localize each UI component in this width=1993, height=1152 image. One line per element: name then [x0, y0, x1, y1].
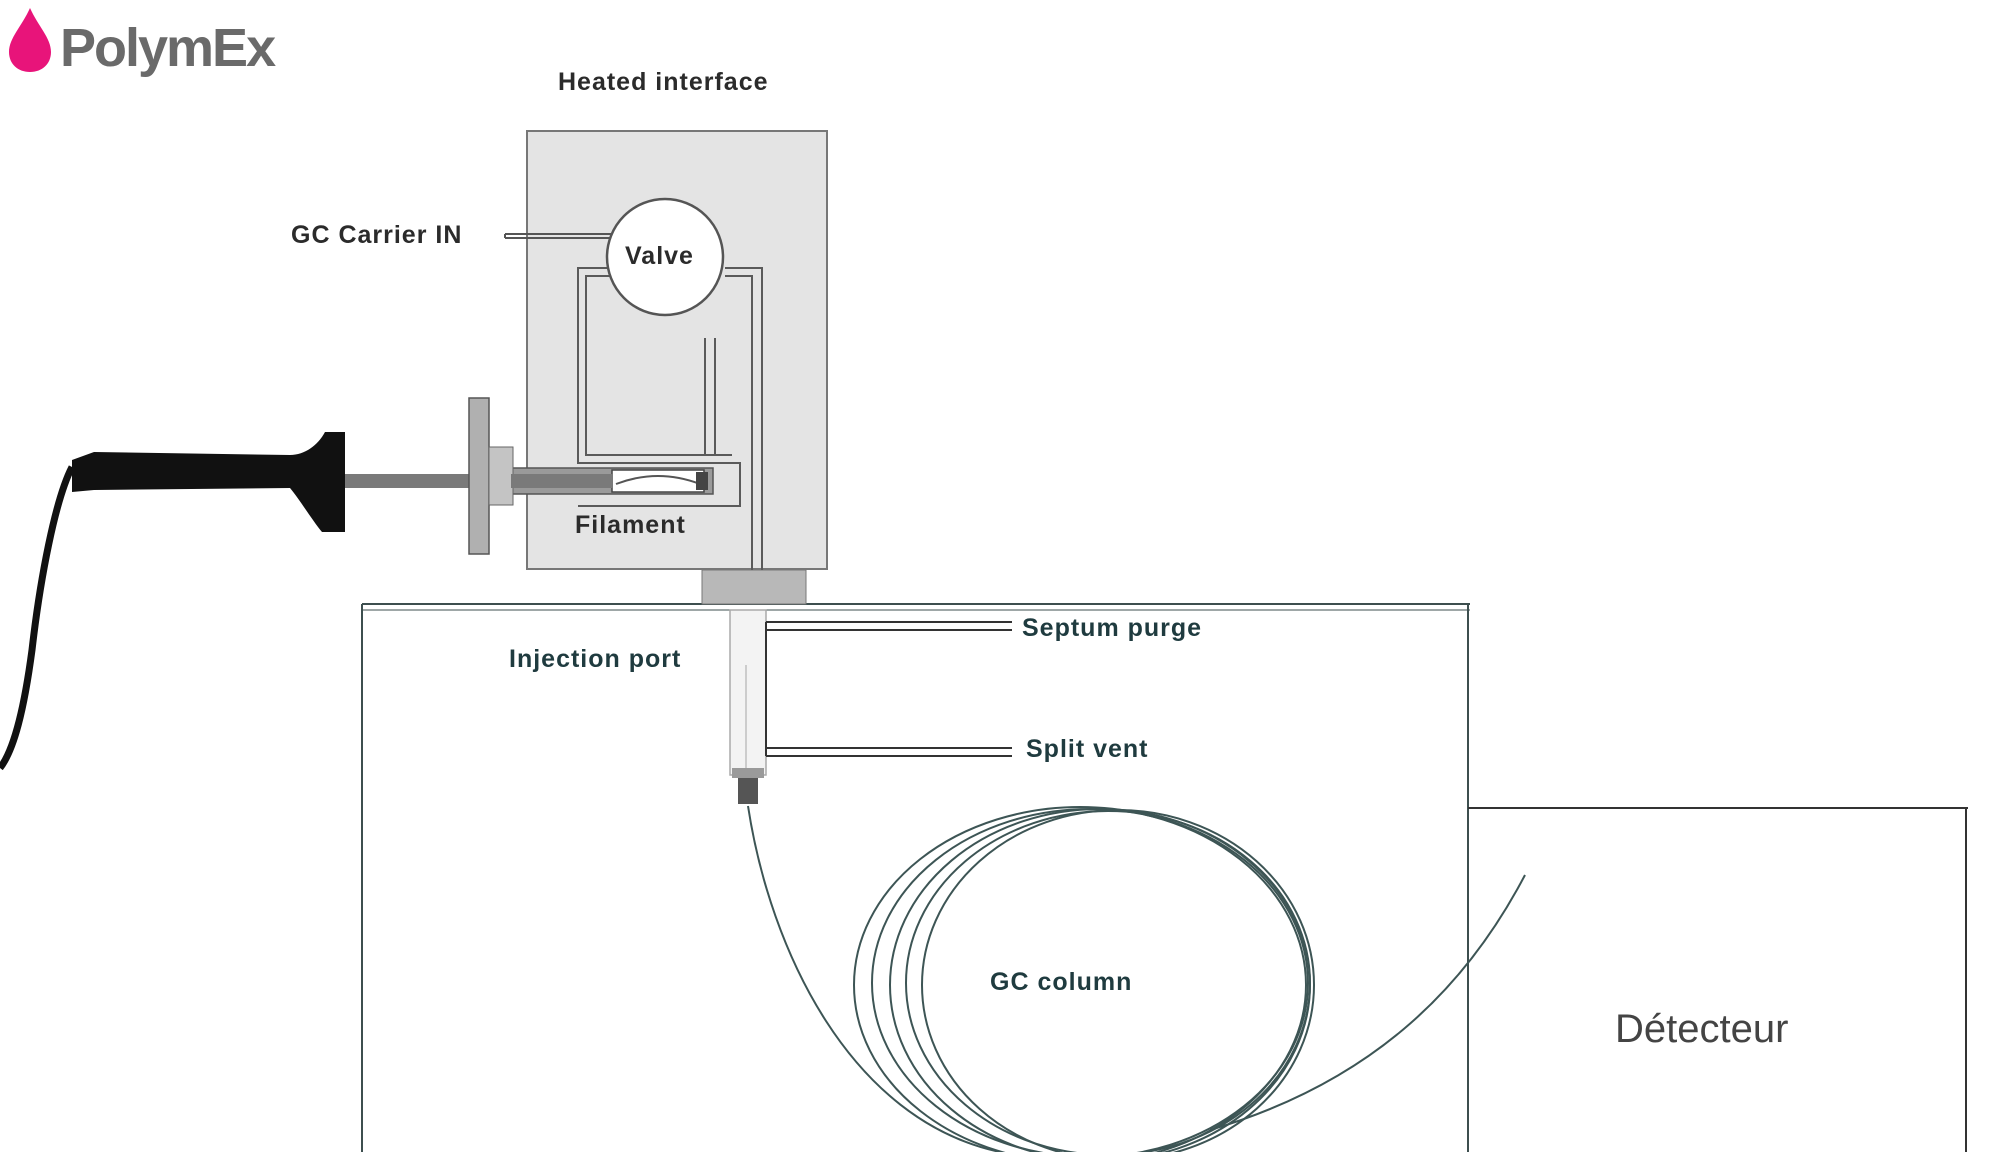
gc-oven [361, 603, 1470, 1152]
pyrolysis-probe [0, 397, 613, 771]
logo-text: PolymEx [60, 18, 276, 78]
label-detecteur: Détecteur [1615, 1007, 1788, 1051]
label-filament: Filament [575, 511, 686, 539]
gc-column-coil [747, 805, 1526, 1152]
label-valve: Valve [625, 242, 694, 270]
drop-icon [9, 8, 51, 72]
valve [504, 197, 725, 317]
injection-port [729, 609, 1012, 804]
label-split-vent: Split vent [1026, 735, 1149, 763]
heated-interface-block [507, 130, 828, 605]
label-gc-column: GC column [990, 968, 1132, 996]
label-injection-port: Injection port [509, 645, 681, 673]
label-septum-purge: Septum purge [1022, 614, 1202, 642]
label-gc-carrier-in: GC Carrier IN [291, 221, 462, 249]
label-heated-interface: Heated interface [558, 68, 769, 96]
detector-box [1468, 807, 1968, 1152]
polymex-logo: PolymEx [9, 8, 278, 78]
